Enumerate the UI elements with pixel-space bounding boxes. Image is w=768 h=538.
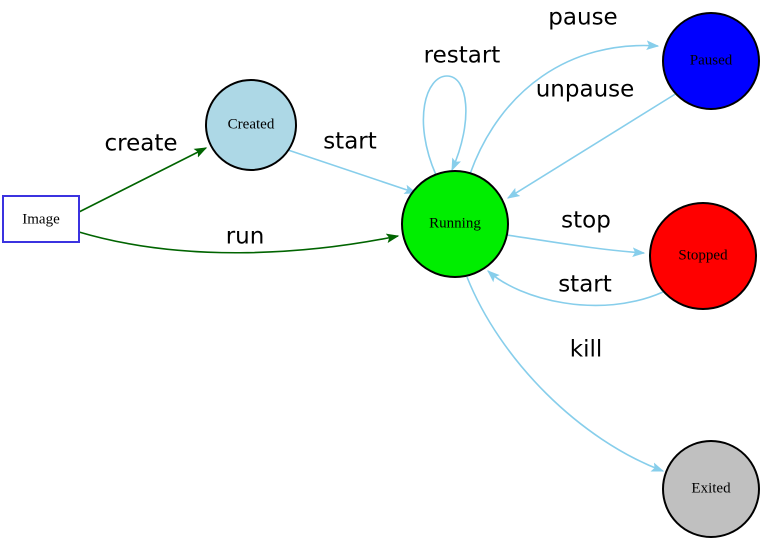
node-paused[interactable]: Paused [662,12,760,110]
node-stopped[interactable]: Stopped [649,202,757,310]
node-running-label: Running [429,215,481,231]
edge-pause [469,40,660,175]
edge-label-start-stopped: start [558,272,612,298]
edge-label-pause: pause [548,5,617,31]
edge-run [78,231,400,254]
node-running-shape [401,170,509,278]
edge-label-create: create [104,131,177,157]
edge-unpause [506,92,678,199]
node-exited[interactable]: Exited [662,440,760,538]
node-exited-label: Exited [691,480,731,496]
edge-label-run: run [226,224,265,250]
node-image-shape [2,195,80,243]
node-image-label: Image [22,211,60,227]
node-image[interactable]: Image [2,195,80,243]
edge-label-restart: restart [424,43,501,69]
edge-label-start-created: start [323,129,377,155]
edge-start-created [287,149,418,194]
edge-label-kill: kill [570,337,603,363]
edge-label-unpause: unpause [536,77,635,103]
edge-start-stopped [487,270,664,307]
node-created-label: Created [228,116,275,132]
node-created-shape [205,79,297,171]
edge-create [78,147,208,213]
node-running[interactable]: Running [401,170,509,278]
edge-stop [506,234,646,258]
node-exited-shape [662,440,760,538]
node-stopped-shape [649,202,757,310]
node-stopped-label: Stopped [678,247,728,263]
node-paused-label: Paused [690,52,733,68]
node-paused-shape [662,12,760,110]
node-created[interactable]: Created [205,79,297,171]
edge-kill [466,276,665,472]
edge-label-stop: stop [561,208,611,234]
edge-restart [422,75,467,176]
